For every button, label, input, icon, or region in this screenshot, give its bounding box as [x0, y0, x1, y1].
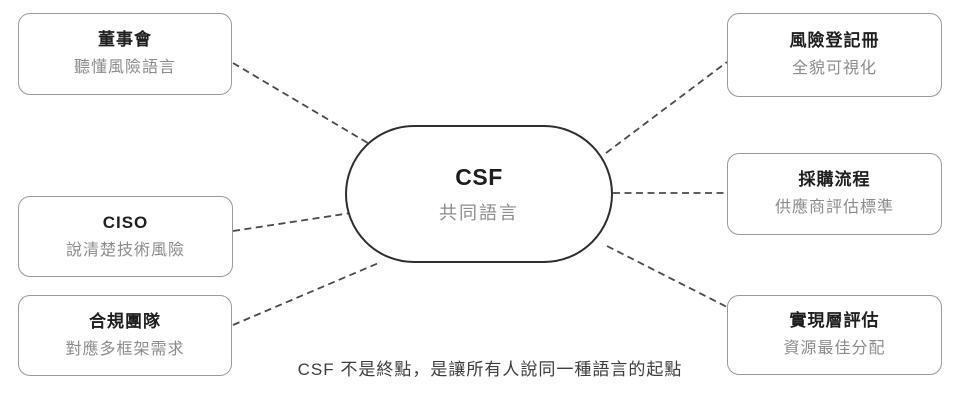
- node-procurement-title: 採購流程: [798, 170, 871, 190]
- node-tier-assessment-subtitle: 資源最佳分配: [783, 340, 886, 358]
- csf-subtitle: 共同語言: [439, 202, 519, 223]
- node-csf-center: CSF 共同語言: [345, 125, 613, 263]
- node-risk-register-subtitle: 全貌可視化: [791, 60, 877, 78]
- node-procurement: 採購流程 供應商評估標準: [727, 153, 942, 235]
- connector-compliance-csf: [232, 261, 382, 326]
- connector-board-csf: [232, 62, 384, 153]
- node-tier-assessment: 實現層評估 資源最佳分配: [727, 295, 942, 375]
- node-compliance-title: 合規團隊: [89, 311, 161, 331]
- node-ciso-subtitle: 說清楚技術風險: [65, 241, 185, 259]
- csf-title: CSF: [455, 163, 503, 190]
- diagram-caption: CSF 不是終點，是讓所有人說同一種語言的起點: [297, 360, 683, 379]
- node-risk-register-title: 風險登記冊: [789, 31, 880, 51]
- node-board-subtitle: 聽懂風險語言: [73, 59, 176, 77]
- node-compliance-team: 合規團隊 對應多框架需求: [18, 295, 232, 376]
- connector-csf-tier: [606, 245, 728, 308]
- node-ciso-title: CISO: [102, 212, 149, 232]
- node-ciso: CISO 說清楚技術風險: [18, 196, 233, 277]
- connector-csf-riskregister: [605, 61, 728, 154]
- node-tier-assessment-title: 實現層評估: [789, 311, 880, 331]
- node-board: 董事會 聽懂風險語言: [18, 13, 232, 95]
- node-procurement-subtitle: 供應商評估標準: [774, 199, 894, 217]
- node-compliance-subtitle: 對應多框架需求: [65, 340, 185, 358]
- node-risk-register: 風險登記冊 全貌可視化: [727, 13, 942, 97]
- node-board-title: 董事會: [98, 30, 152, 50]
